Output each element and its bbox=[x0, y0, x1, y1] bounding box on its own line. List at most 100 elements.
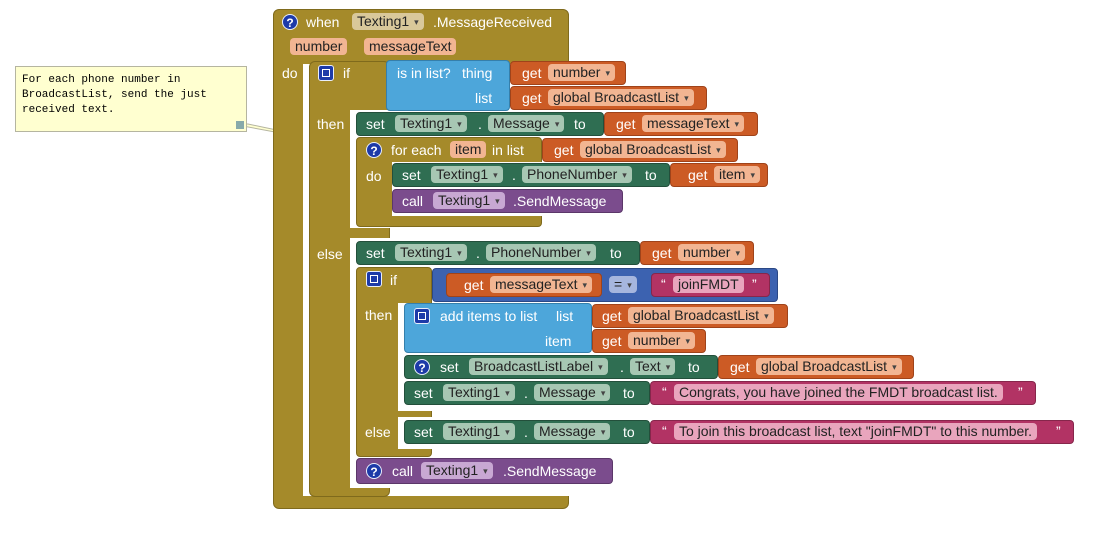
get-label: get bbox=[602, 308, 622, 324]
comment-resize-handle[interactable] bbox=[236, 121, 244, 129]
dot-label: . bbox=[476, 245, 480, 261]
list-label: list bbox=[475, 90, 493, 106]
get-label: get bbox=[554, 142, 574, 158]
dot-label: . bbox=[620, 359, 624, 375]
set-label: set bbox=[440, 359, 459, 375]
then-label: then bbox=[317, 116, 345, 132]
set-label: set bbox=[366, 245, 385, 261]
dot-label: . bbox=[524, 424, 528, 440]
comment-text: For each phone number in BroadcastList, … bbox=[22, 74, 207, 116]
mutator-icon[interactable] bbox=[318, 65, 334, 81]
get-label: get bbox=[522, 65, 542, 81]
var-dropdown-number[interactable]: number▾ bbox=[548, 64, 615, 81]
to-label: to bbox=[610, 245, 622, 261]
add-items-label: add items to list bbox=[440, 308, 538, 324]
var-dropdown-item[interactable]: item▾ bbox=[714, 166, 760, 183]
question-icon[interactable]: ? bbox=[282, 14, 298, 30]
quote-close-icon: ” bbox=[1056, 423, 1061, 439]
is-in-list-label: is in list? bbox=[397, 65, 451, 81]
call-label: call bbox=[392, 463, 414, 479]
set-label: set bbox=[366, 116, 385, 132]
to-label: to bbox=[645, 167, 657, 183]
to-label: to bbox=[623, 385, 635, 401]
else-label: else bbox=[317, 246, 343, 262]
quote-open-icon: “ bbox=[662, 423, 667, 439]
call-label: call bbox=[402, 193, 424, 209]
component-dropdown[interactable]: Texting1▾ bbox=[395, 244, 467, 261]
event-name: .MessageReceived bbox=[433, 14, 553, 30]
get-label: get bbox=[688, 167, 708, 183]
var-dropdown-broadcastlist[interactable]: global BroadcastList▾ bbox=[628, 307, 774, 324]
component-dropdown[interactable]: Texting1▾ bbox=[431, 166, 503, 183]
dot-label: . bbox=[478, 116, 482, 132]
quote-open-icon: “ bbox=[662, 384, 667, 400]
event-component-dropdown[interactable]: Texting1▾ bbox=[352, 13, 424, 30]
dot-label: . bbox=[524, 385, 528, 401]
var-dropdown-broadcastlist[interactable]: global BroadcastList▾ bbox=[756, 358, 902, 375]
quote-open-icon: “ bbox=[661, 276, 666, 292]
method-label: .SendMessage bbox=[503, 463, 597, 479]
for-each-var-item[interactable]: item bbox=[450, 141, 487, 158]
param-message-text[interactable]: messageText bbox=[364, 38, 457, 55]
var-dropdown-broadcastlist[interactable]: global BroadcastList▾ bbox=[548, 89, 694, 106]
do-label: do bbox=[366, 168, 382, 184]
text-value[interactable]: joinFMDT bbox=[673, 276, 744, 293]
question-icon[interactable]: ? bbox=[366, 142, 382, 158]
when-label: when bbox=[306, 14, 340, 30]
var-dropdown-number[interactable]: number▾ bbox=[628, 332, 695, 349]
for-each-label: for each bbox=[391, 142, 442, 158]
component-dropdown[interactable]: Texting1▾ bbox=[421, 462, 493, 479]
var-dropdown-broadcastlist[interactable]: global BroadcastList▾ bbox=[580, 141, 726, 158]
to-label: to bbox=[574, 116, 586, 132]
quote-close-icon: ” bbox=[752, 276, 757, 292]
var-dropdown-messagetext[interactable]: messageText▾ bbox=[642, 115, 745, 132]
property-dropdown[interactable]: PhoneNumber▾ bbox=[522, 166, 632, 183]
component-dropdown[interactable]: BroadcastListLabel▾ bbox=[469, 358, 608, 375]
item-label: item bbox=[545, 333, 572, 349]
var-dropdown-messagetext[interactable]: messageText▾ bbox=[490, 276, 593, 293]
component-dropdown[interactable]: Texting1▾ bbox=[395, 115, 467, 132]
compare-op-dropdown[interactable]: =▾ bbox=[609, 276, 637, 293]
get-label: get bbox=[730, 359, 750, 375]
then-label: then bbox=[365, 307, 393, 323]
text-value[interactable]: To join this broadcast list, text "joinF… bbox=[674, 423, 1038, 440]
get-label: get bbox=[522, 90, 542, 106]
call-sendmessage-block[interactable] bbox=[392, 189, 623, 213]
component-dropdown[interactable]: Texting1▾ bbox=[443, 423, 515, 440]
question-icon[interactable]: ? bbox=[366, 463, 382, 479]
set-label: set bbox=[414, 424, 433, 440]
in-list-label: in list bbox=[492, 142, 524, 158]
if-label: if bbox=[343, 65, 350, 81]
property-dropdown[interactable]: Text▾ bbox=[630, 358, 676, 375]
property-dropdown[interactable]: Message▾ bbox=[534, 423, 611, 440]
text-value[interactable]: Congrats, you have joined the FMDT broad… bbox=[674, 384, 1003, 401]
thing-label: thing bbox=[462, 65, 493, 81]
set-label: set bbox=[414, 385, 433, 401]
mutator-icon[interactable] bbox=[366, 271, 382, 287]
get-label: get bbox=[602, 333, 622, 349]
comment-bubble[interactable]: For each phone number in BroadcastList, … bbox=[15, 66, 247, 132]
do-label: do bbox=[282, 65, 298, 81]
to-label: to bbox=[623, 424, 635, 440]
list-label: list bbox=[556, 308, 574, 324]
else-label: else bbox=[365, 424, 391, 440]
get-label: get bbox=[616, 116, 636, 132]
quote-close-icon: ” bbox=[1018, 384, 1023, 400]
method-label: .SendMessage bbox=[513, 193, 607, 209]
mutator-icon[interactable] bbox=[414, 308, 430, 324]
to-label: to bbox=[688, 359, 700, 375]
set-label: set bbox=[402, 167, 421, 183]
param-number[interactable]: number bbox=[290, 38, 348, 55]
get-label: get bbox=[464, 277, 484, 293]
component-dropdown[interactable]: Texting1▾ bbox=[433, 192, 505, 209]
component-dropdown[interactable]: Texting1▾ bbox=[443, 384, 515, 401]
question-icon[interactable]: ? bbox=[414, 359, 430, 375]
property-dropdown[interactable]: Message▾ bbox=[488, 115, 565, 132]
property-dropdown[interactable]: Message▾ bbox=[534, 384, 611, 401]
property-dropdown[interactable]: PhoneNumber▾ bbox=[486, 244, 596, 261]
get-label: get bbox=[652, 245, 672, 261]
var-dropdown-number[interactable]: number▾ bbox=[678, 244, 745, 261]
is-in-list-block[interactable] bbox=[386, 60, 510, 111]
add-items-to-list-block[interactable] bbox=[404, 303, 592, 353]
dot-label: . bbox=[512, 167, 516, 183]
